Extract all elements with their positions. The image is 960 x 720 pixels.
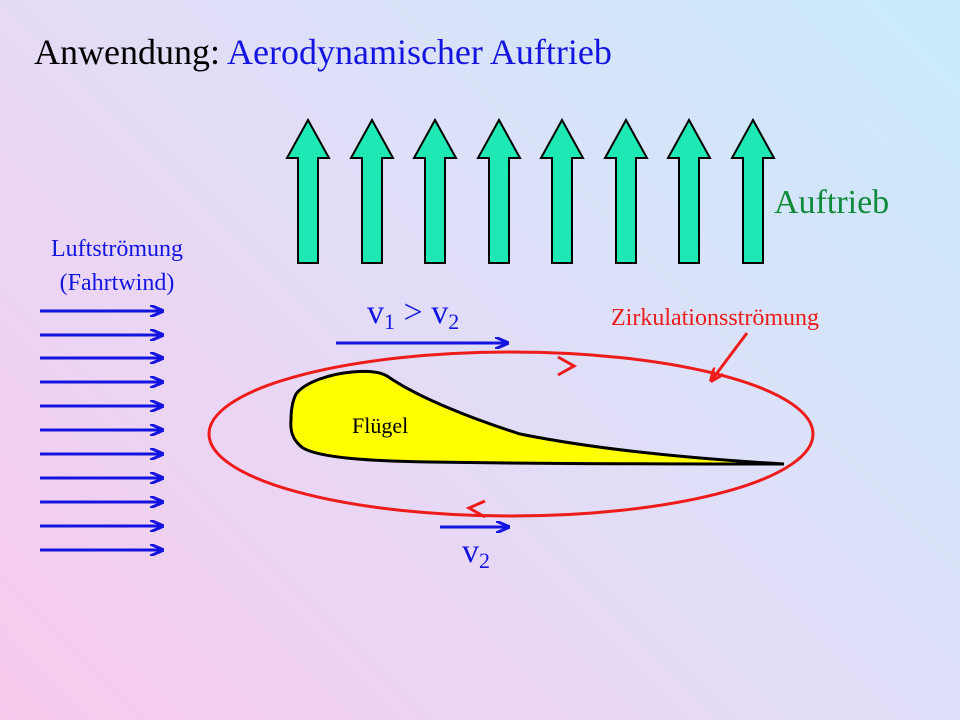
lift-arrow <box>666 117 712 264</box>
circulation-arrowhead-bottom <box>465 499 486 519</box>
lift-arrow <box>285 117 331 264</box>
circulation-pointer <box>711 332 749 381</box>
v1-subscript: 1 <box>384 309 395 334</box>
v2-subscript: 2 <box>448 309 460 334</box>
wing-shape <box>289 369 785 466</box>
wing-label: Flügel <box>352 413 409 438</box>
v1-symbol: v <box>367 294 384 331</box>
lift-arrow <box>603 117 649 264</box>
lift-arrows <box>285 117 776 264</box>
page-title: Anwendung: Aerodynamischer Auftrieb <box>34 34 612 70</box>
velocity-relation: v1 > v2 <box>367 296 459 333</box>
lift-arrow <box>539 117 585 264</box>
greater-than: > <box>395 294 432 331</box>
v2-symbol: v <box>431 294 449 331</box>
circulation-label: Zirkulationsströmung <box>611 305 819 331</box>
lift-arrow <box>476 117 522 264</box>
airflow-label: Luftströmung (Fahrtwind) <box>30 232 204 300</box>
lift-arrow <box>412 117 458 264</box>
circulation-ellipse <box>207 350 815 518</box>
lift-arrow <box>730 117 776 264</box>
airflow-label-line1: Luftströmung <box>51 236 183 262</box>
lift-arrow <box>349 117 395 264</box>
velocity-bottom-label: v2 <box>462 535 490 572</box>
airflow-label-line2: (Fahrtwind) <box>59 270 175 296</box>
v2-bottom-symbol: v <box>462 533 479 570</box>
title-prefix: Anwendung: <box>34 32 227 72</box>
circulation-arrowhead-top <box>557 355 578 377</box>
title-main: Aerodynamischer Auftrieb <box>227 32 612 72</box>
lift-label: Auftrieb <box>774 184 890 221</box>
v2-bottom-subscript: 2 <box>479 548 490 573</box>
airflow-arrows <box>40 311 163 550</box>
